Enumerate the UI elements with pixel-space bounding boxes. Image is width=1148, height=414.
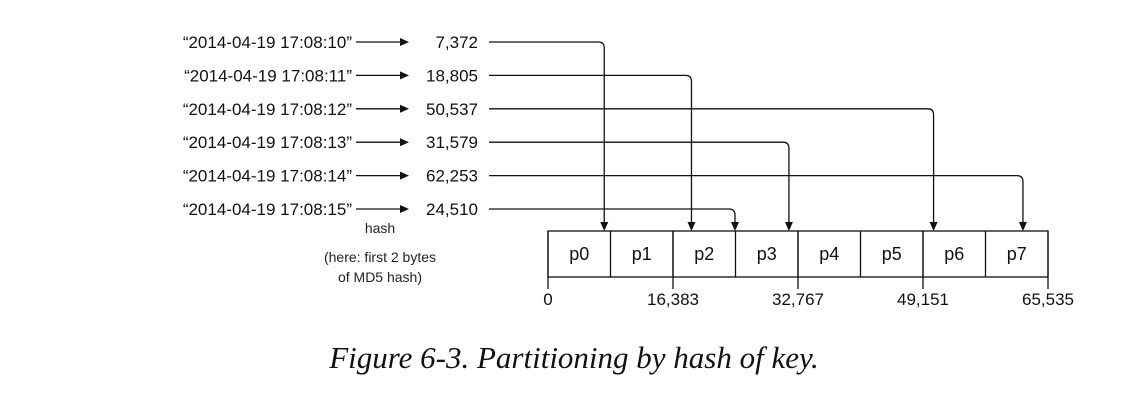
route-arrow-head	[929, 222, 938, 231]
route-arrow-head	[730, 222, 739, 231]
route-arrow-head	[784, 222, 793, 231]
hash-arrow-head	[400, 38, 409, 46]
range-tick-label: 32,767	[772, 290, 824, 309]
hash-arrow-head	[400, 71, 409, 80]
range-tick-label: 0	[543, 290, 552, 309]
key-label: “2014-04-19 17:08:14”	[183, 167, 353, 186]
route-line	[489, 174, 1024, 223]
range-tick-label: 65,535	[1022, 290, 1074, 309]
key-label: “2014-04-19 17:08:15”	[183, 200, 353, 219]
partition-label: p7	[1007, 244, 1027, 264]
partition-label: p6	[944, 244, 964, 264]
route-line	[489, 74, 693, 223]
hash-arrow-head	[400, 205, 409, 213]
partition-label: p2	[694, 244, 714, 264]
hash-arrow-head	[400, 104, 409, 113]
range-tick-label: 49,151	[897, 290, 949, 309]
hash-arrow-head	[400, 171, 409, 180]
hash-note-line2: of MD5 hash)	[338, 269, 422, 285]
route-arrow-head	[687, 222, 696, 231]
route-line	[489, 141, 790, 223]
hash-value: 24,510	[426, 200, 478, 219]
hash-value: 7,372	[435, 33, 478, 52]
hash-value: 18,805	[426, 66, 478, 85]
hash-note-line1: (here: first 2 bytes	[324, 249, 436, 265]
route-arrow-head	[1018, 222, 1027, 231]
key-label: “2014-04-19 17:08:11”	[184, 66, 352, 85]
route-arrow-head	[600, 222, 609, 231]
hash-arrow-head	[400, 138, 409, 147]
route-line	[489, 41, 605, 223]
route-line	[489, 208, 736, 223]
key-label: “2014-04-19 17:08:10”	[183, 33, 353, 52]
partition-label: p1	[632, 244, 652, 264]
partition-routing-arrows	[489, 41, 1027, 231]
partition-label: p4	[819, 244, 839, 264]
partition-label: p0	[569, 244, 589, 264]
hash-label: hash	[365, 220, 395, 236]
key-label: “2014-04-19 17:08:12”	[183, 100, 353, 119]
hash-value: 50,537	[426, 100, 478, 119]
partition-label: p5	[882, 244, 902, 264]
hash-value: 31,579	[426, 133, 478, 152]
figure-caption: Figure 6-3. Partitioning by hash of key.	[329, 340, 819, 375]
key-hash-rows: “2014-04-19 17:08:10” 7,372 “2014-04-19 17…	[183, 33, 478, 219]
partition-label: p3	[757, 244, 777, 264]
key-label: “2014-04-19 17:08:13”	[183, 133, 353, 152]
range-tick-label: 16,383	[647, 290, 699, 309]
hash-value: 62,253	[426, 167, 478, 186]
route-line	[489, 108, 935, 223]
hash-range-axis: 0 16,383 32,767 49,151 65,535	[543, 231, 1074, 309]
